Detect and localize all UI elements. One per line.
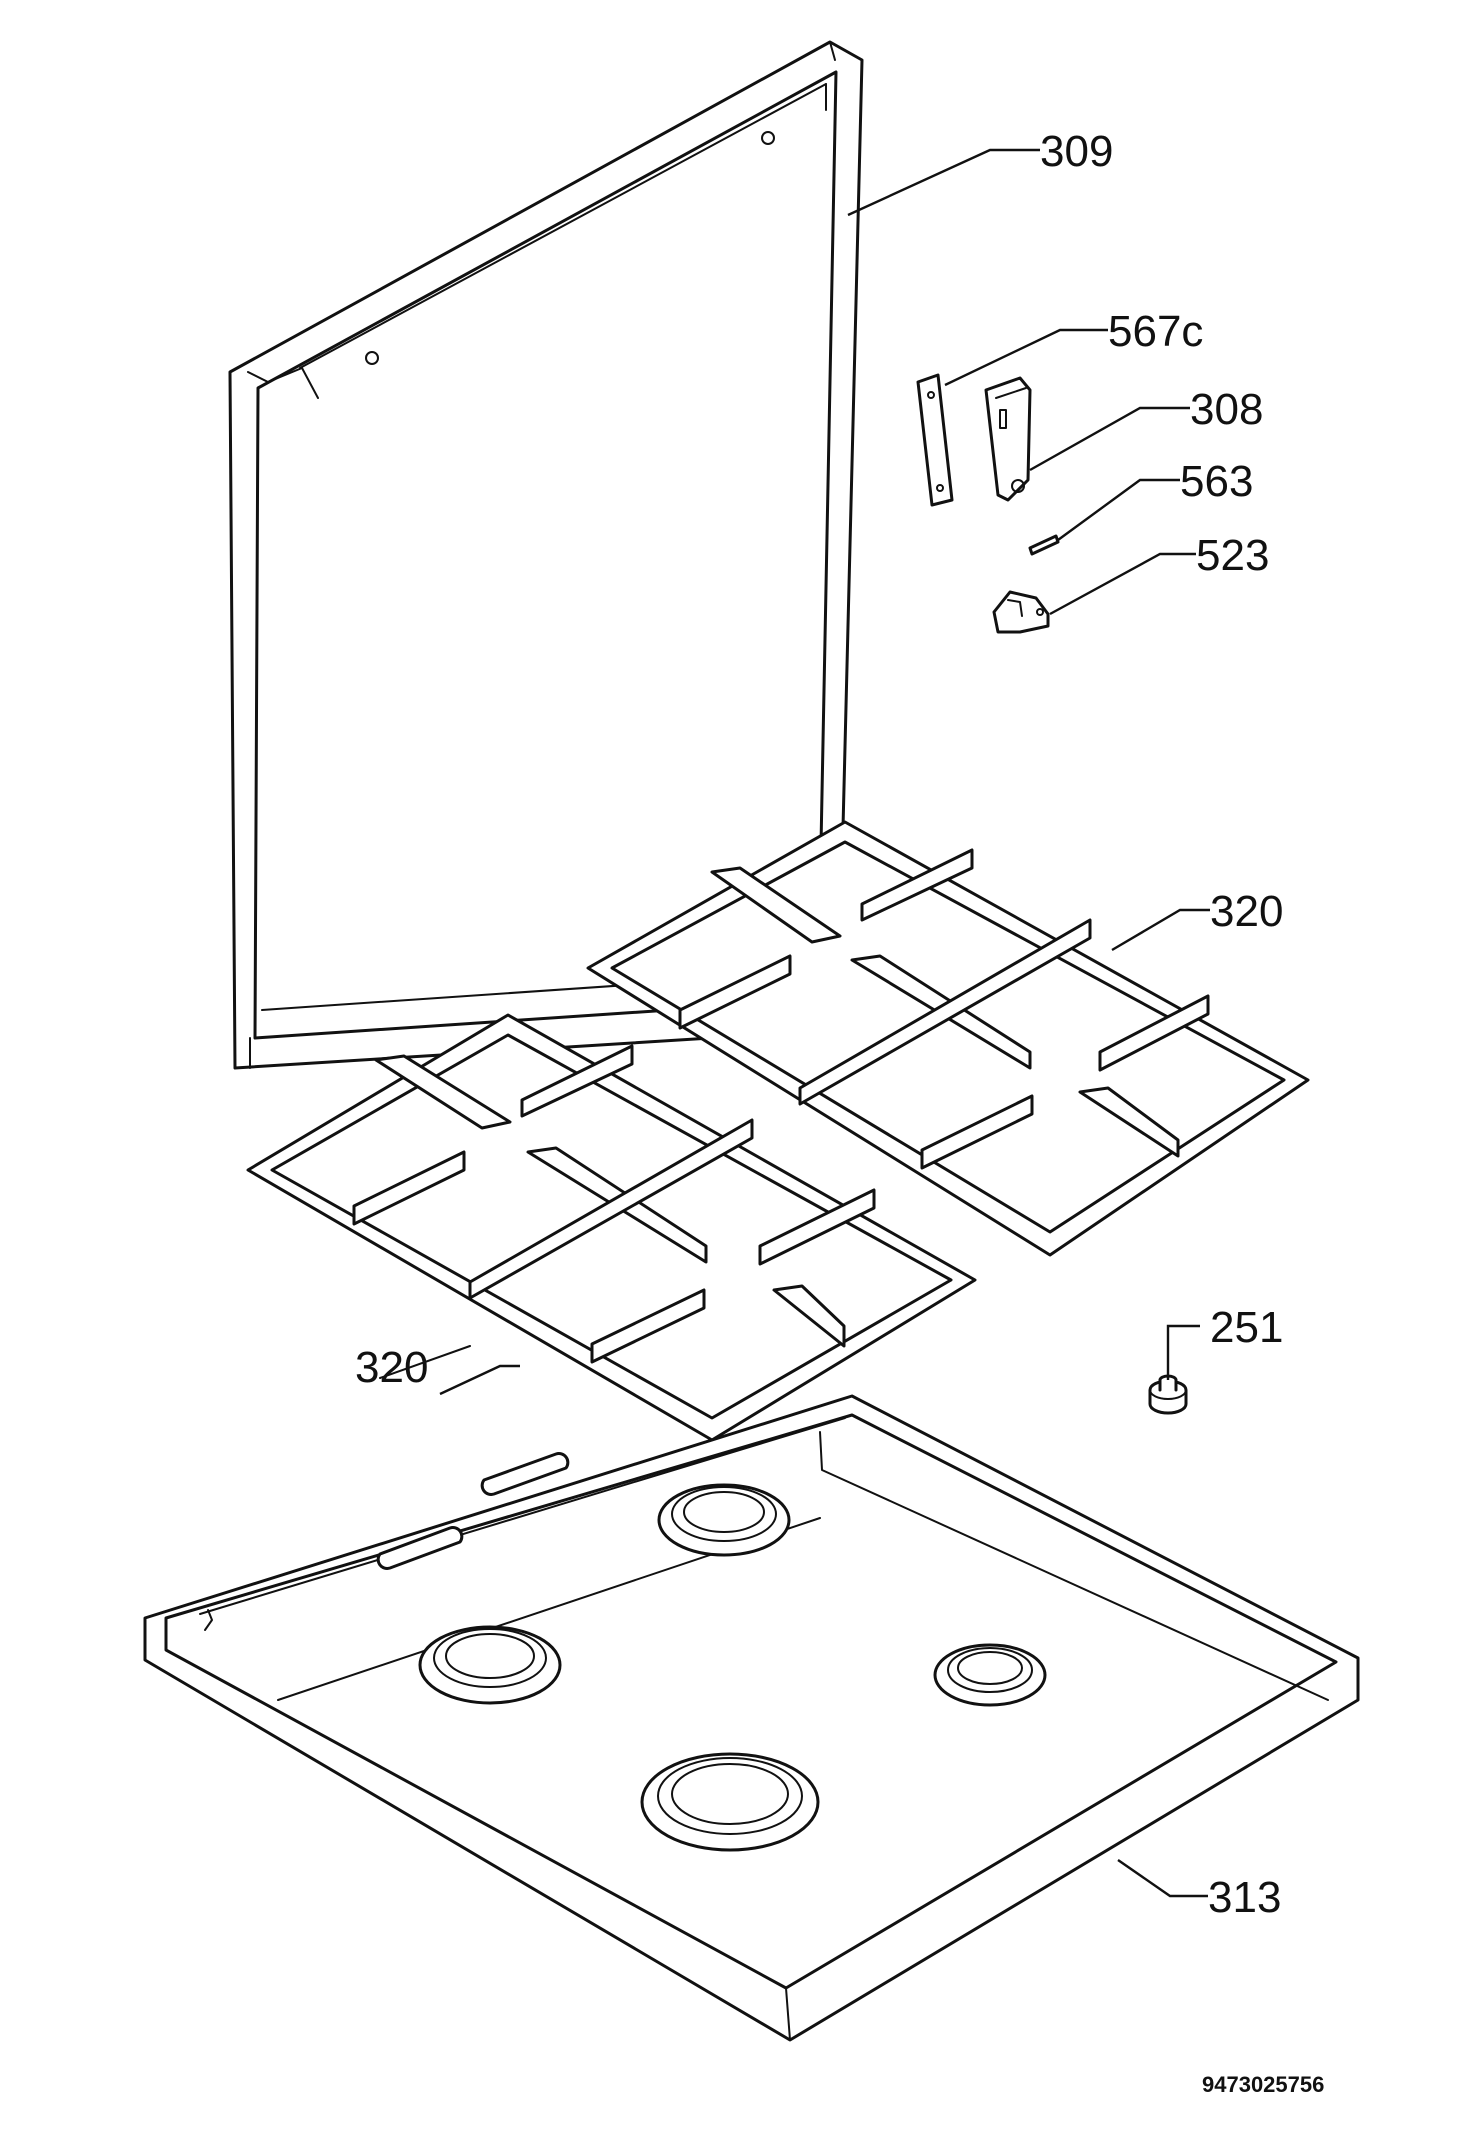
pan-support-320-right (586, 820, 1310, 1257)
vent-slot-2 (480, 1452, 570, 1496)
bracket-523 (992, 590, 1050, 634)
lid-part-309 (228, 40, 864, 1070)
burner-ring-front-centre (640, 1752, 820, 1852)
leader-523 (1049, 552, 1196, 616)
pan-support-320-left (246, 1013, 977, 1442)
leader-251 (1166, 1324, 1200, 1380)
edge-tick (379, 1345, 471, 1379)
pin-563 (1028, 534, 1060, 556)
leader-320-left (439, 1364, 520, 1396)
callout-313: 313 (1208, 1873, 1281, 1922)
callout-309: 309 (1040, 127, 1113, 176)
callout-308: 308 (1190, 385, 1263, 434)
document-id: 9473025756 (1202, 2072, 1324, 2097)
burner-ring-rear-left (657, 1483, 791, 1557)
leader-lines (439, 148, 1210, 1898)
leader-320-right (1111, 908, 1210, 952)
callout-563: 563 (1180, 457, 1253, 506)
callout-320-left: 320 (355, 1343, 428, 1392)
callout-320-right: 320 (1210, 887, 1283, 936)
hinge-308 (984, 376, 1032, 502)
leader-309 (847, 148, 1040, 217)
vent-slot-1 (376, 1526, 464, 1570)
callout-523: 523 (1196, 531, 1269, 580)
foot-251 (1148, 1374, 1188, 1415)
callout-251: 251 (1210, 1303, 1283, 1352)
callout-567c: 567c (1108, 307, 1203, 356)
leader-308 (1029, 406, 1190, 472)
leader-313 (1117, 1859, 1208, 1898)
leader-567c (944, 328, 1108, 387)
burner-ring-rear-right (933, 1643, 1047, 1707)
hinge-plate-567c (916, 373, 954, 507)
leader-563 (1057, 478, 1180, 541)
burner-ring-front-left (418, 1625, 562, 1705)
hob-top-313 (143, 1345, 1360, 2042)
